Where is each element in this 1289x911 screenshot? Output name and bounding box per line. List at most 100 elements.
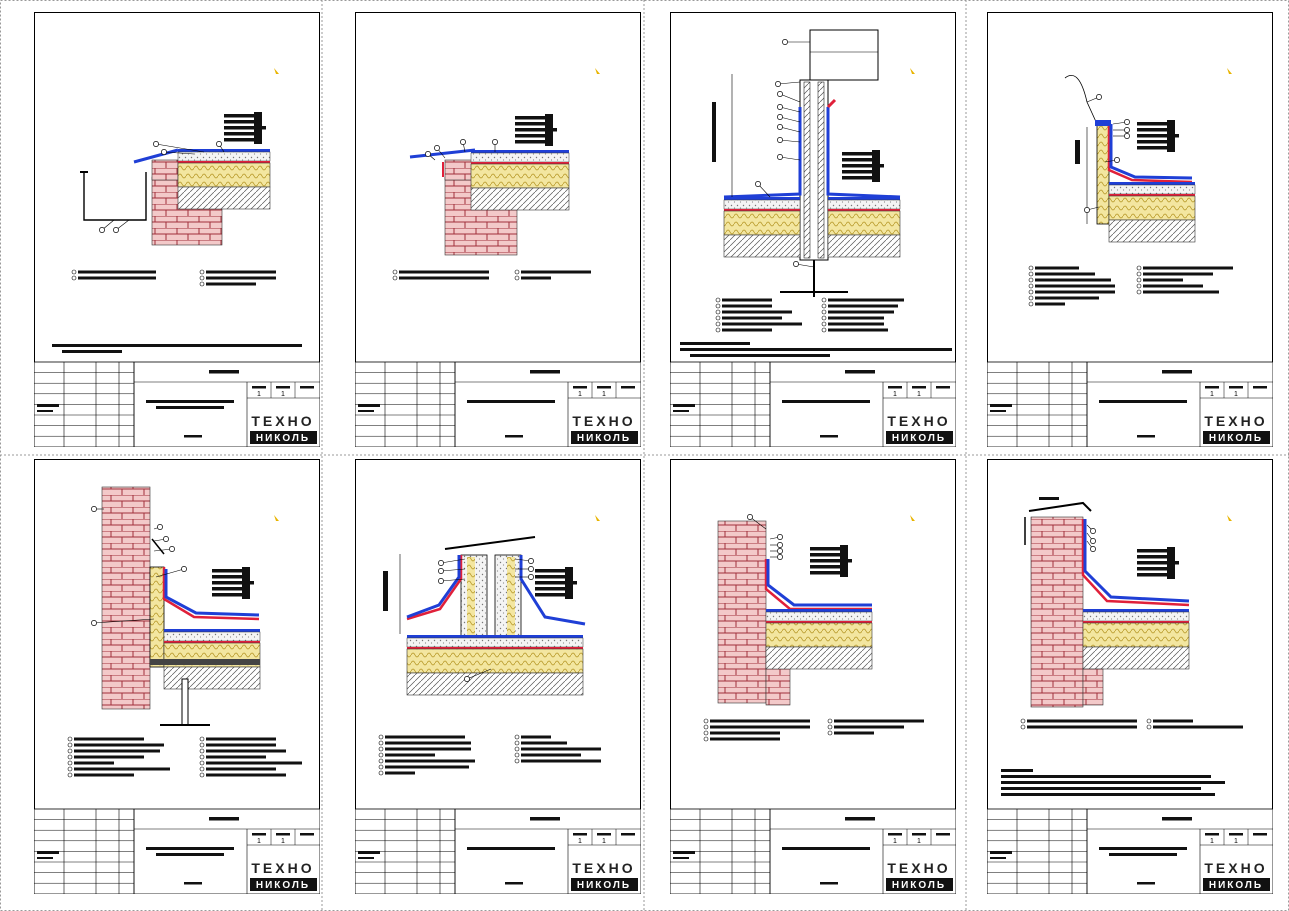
spec-text-line <box>810 565 840 569</box>
cell-label-bar <box>597 386 611 389</box>
note-line <box>1001 781 1225 784</box>
legend-text-line <box>834 719 924 723</box>
legend-marker <box>821 315 827 321</box>
leader-line <box>155 143 205 153</box>
sheet-label-bar <box>184 435 202 438</box>
legend-text-line <box>74 773 134 777</box>
legend-marker <box>821 303 827 309</box>
legend-marker <box>1028 301 1034 307</box>
legend-text-line <box>521 741 567 745</box>
legend-text-line <box>1153 725 1243 729</box>
legend-text-line <box>1035 272 1095 276</box>
steel-deck <box>150 659 260 665</box>
callout-marker <box>1090 528 1096 534</box>
vapor-layer <box>164 641 260 643</box>
legend-text-line <box>710 737 780 741</box>
spec-text-line <box>842 152 872 156</box>
leader-line <box>153 548 173 552</box>
legend-text-line <box>74 743 164 747</box>
legend-text-line <box>722 310 792 314</box>
logo-band <box>1203 431 1270 444</box>
cell-label-bar <box>621 386 635 389</box>
legend-marker <box>378 752 384 758</box>
legend-marker <box>67 766 73 772</box>
spec-text-block <box>242 567 250 599</box>
callout-marker <box>153 141 159 147</box>
cell-label-bar <box>1229 833 1243 836</box>
callout-marker <box>434 145 440 151</box>
signature-line <box>990 857 1006 859</box>
cell-label-bar <box>573 833 587 836</box>
callout-marker <box>528 574 534 580</box>
sheet-label-bar <box>505 435 523 438</box>
leader-line <box>466 668 492 680</box>
legend-text-line <box>1153 719 1193 723</box>
header-text-bar <box>530 370 560 374</box>
legend-marker <box>1020 718 1026 724</box>
sheet-number: 1 <box>602 391 606 398</box>
callout-marker <box>1090 538 1096 544</box>
callout-marker <box>777 154 783 160</box>
membrane-upturn-right <box>826 107 901 199</box>
dimension-text <box>1075 140 1080 164</box>
detail-graphics <box>392 114 591 281</box>
caption-text-bar <box>1099 400 1187 403</box>
membrane-eave <box>409 148 476 159</box>
callout-marker <box>161 149 167 155</box>
signature-line <box>37 857 53 859</box>
callout-marker <box>1124 133 1130 139</box>
legend-text-line <box>722 322 802 326</box>
signature-line <box>990 404 1012 407</box>
screed-layer <box>765 611 873 622</box>
spec-text-line <box>810 547 840 551</box>
vapor-layer <box>766 621 872 623</box>
legend-marker <box>715 309 721 315</box>
caption-text-bar <box>782 400 870 403</box>
signature-line <box>673 857 689 859</box>
legend-text-line <box>78 270 156 274</box>
note-line <box>680 342 750 345</box>
vapor-layer <box>1109 194 1195 196</box>
vapor-upturn <box>1107 124 1193 184</box>
logo-band <box>250 431 317 444</box>
sheet-number: 1 <box>578 391 582 398</box>
legend-text-line <box>1035 290 1115 294</box>
concrete-slab <box>1108 219 1196 243</box>
legend-marker <box>67 748 73 754</box>
cell-label-bar <box>276 386 290 389</box>
legend-marker <box>199 269 205 275</box>
legend-text-line <box>74 761 114 765</box>
brick-parapet <box>151 159 179 181</box>
legend-marker <box>821 327 827 333</box>
legend-text-line <box>1143 278 1183 282</box>
legend-marker <box>1028 277 1034 283</box>
legend-text-line <box>710 731 780 735</box>
spec-text-line <box>1137 549 1167 553</box>
legend-text-line <box>78 276 156 280</box>
legend-marker <box>514 275 520 281</box>
insulation-layer <box>765 622 873 648</box>
sealant-bead <box>826 98 837 109</box>
membrane-upturn <box>1083 519 1190 603</box>
logo-accent-icon <box>910 515 915 521</box>
caption-text-bar <box>146 847 234 850</box>
cell-label-bar <box>936 833 950 836</box>
insulation-layer <box>1082 622 1190 648</box>
sheet-number: 1 <box>917 391 921 398</box>
spec-text-line <box>810 553 846 557</box>
spec-text-line <box>1137 567 1167 571</box>
note-line <box>62 350 122 353</box>
sheet-label-bar <box>505 882 523 885</box>
cell-label-bar <box>1253 386 1267 389</box>
legend-marker <box>199 772 205 778</box>
legend-marker <box>514 752 520 758</box>
detail-graphics <box>1028 74 1233 307</box>
caption-text-bar <box>156 853 224 856</box>
callout-marker <box>216 141 222 147</box>
legend-text-line <box>206 737 276 741</box>
